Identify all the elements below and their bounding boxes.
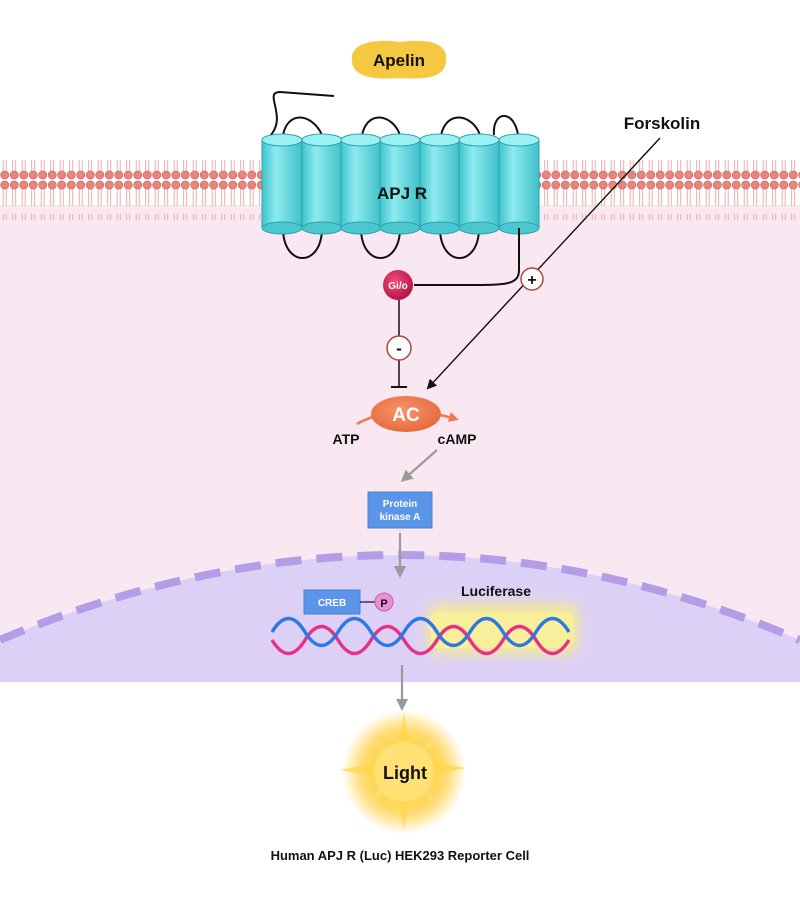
gio-label: Gi/o: [388, 281, 407, 292]
figure-caption: Human APJ R (Luc) HEK293 Reporter Cell: [270, 848, 530, 863]
pka-label-line1: Protein: [383, 499, 417, 510]
camp-label: cAMP: [438, 431, 477, 447]
light-label: Light: [383, 763, 427, 783]
receptor-label: APJ R: [377, 184, 427, 203]
apelin-ligand: Apelin: [351, 40, 447, 79]
plus-sign: +: [527, 272, 536, 289]
protein-kinase-a: Protein kinase A: [367, 491, 433, 529]
nucleus: [0, 555, 800, 682]
creb: CREB: [303, 589, 361, 615]
creb-label: CREB: [318, 598, 346, 609]
stimulation-marker: +: [520, 267, 544, 291]
c-terminal-tail: [414, 228, 520, 286]
gio-protein: Gi/o: [383, 270, 413, 300]
pka-label-line2: kinase A: [380, 512, 421, 523]
phosphate-label: P: [380, 598, 387, 610]
forskolin-label: Forskolin: [624, 114, 701, 133]
receptor-apj: [261, 133, 540, 235]
transmembrane-helix: [379, 133, 421, 235]
transmembrane-helix: [261, 133, 303, 235]
forskolin-arrow: [426, 137, 661, 390]
ac-label: AC: [392, 405, 420, 426]
atp-label: ATP: [333, 431, 360, 447]
inhibition-marker: -: [386, 335, 412, 361]
phosphate: P: [374, 592, 394, 612]
transmembrane-helix: [301, 133, 343, 235]
transmembrane-helix: [340, 133, 382, 235]
luciferase-label: Luciferase: [461, 583, 531, 599]
transmembrane-helix: [458, 133, 500, 235]
apelin-label: Apelin: [373, 51, 425, 70]
dna-helix: [270, 616, 571, 656]
camp-to-pka-arrow: [400, 449, 438, 482]
adenylyl-cyclase: AC: [371, 396, 441, 432]
light-burst: Light: [340, 710, 466, 834]
minus-sign: -: [396, 339, 402, 358]
transmembrane-helix: [419, 133, 461, 235]
transmembrane-helix: [498, 133, 540, 235]
